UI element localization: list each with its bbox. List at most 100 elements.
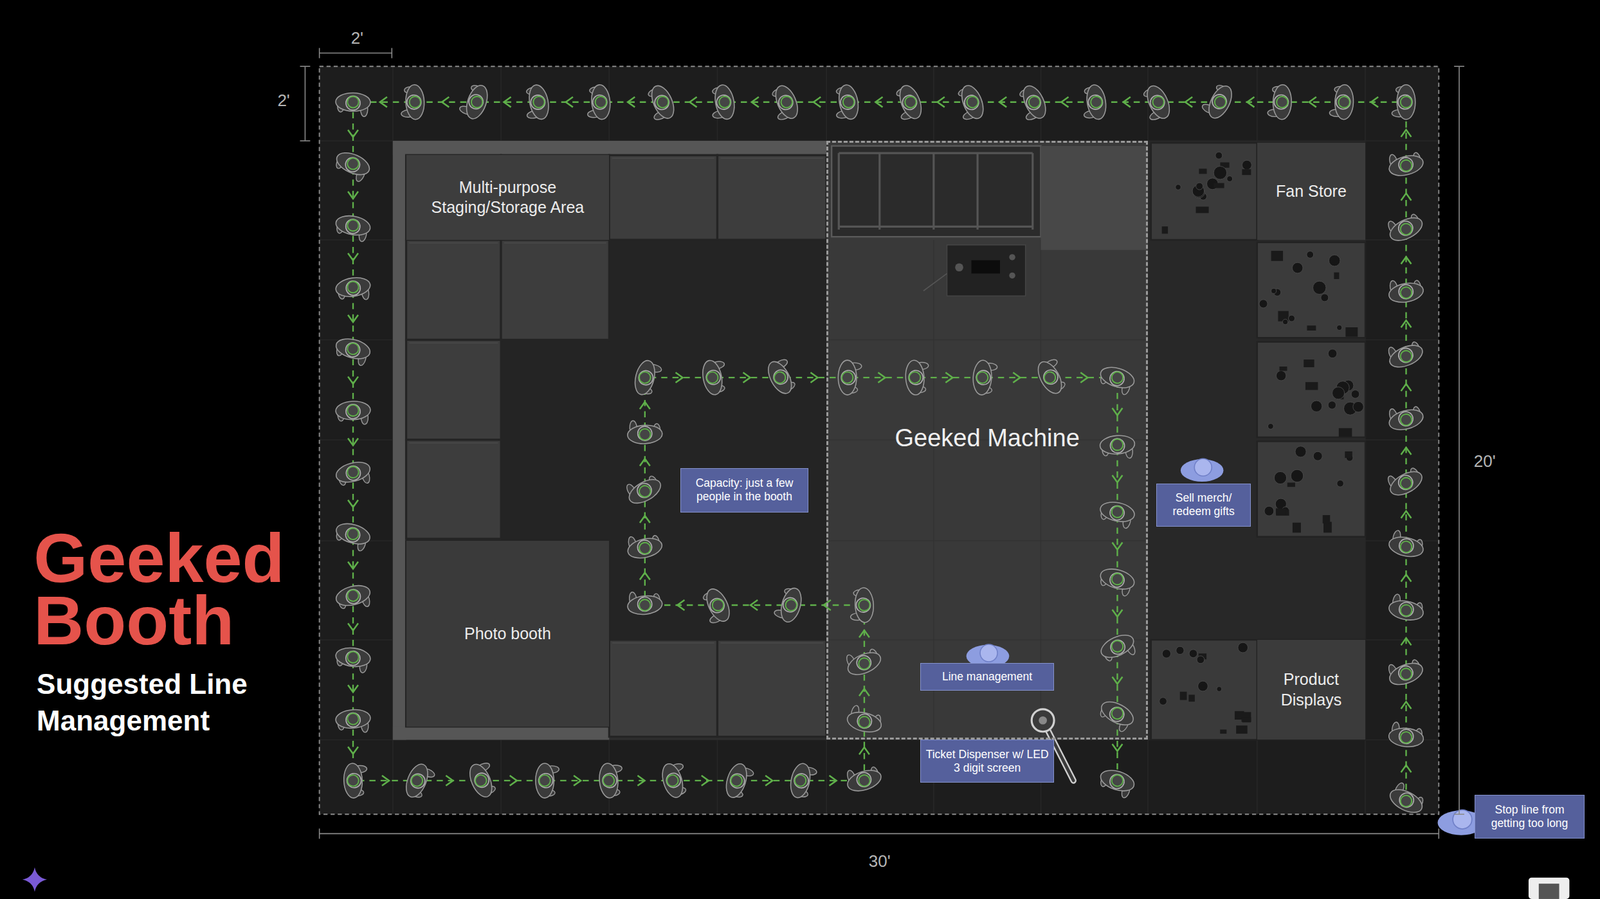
person-body [627, 424, 663, 445]
merch-item [1323, 521, 1332, 533]
person-head [344, 526, 363, 545]
person-body [1272, 84, 1292, 120]
cube-highlight [409, 342, 498, 344]
person-body [1097, 363, 1137, 392]
queue-marker [1399, 540, 1413, 554]
cabinet-bar [837, 153, 840, 230]
queue-marker [347, 404, 359, 417]
cabinet-bar [838, 225, 1033, 228]
queue-arrow [347, 684, 359, 692]
storage-cube [609, 154, 718, 240]
person-figure [622, 470, 665, 509]
person-figure [332, 335, 372, 368]
person-figure [787, 762, 819, 801]
person-figure [848, 587, 874, 624]
queue-marker [1110, 505, 1125, 519]
merch-item [1198, 681, 1209, 692]
merch-item [1306, 251, 1314, 259]
queue-marker [1276, 96, 1289, 109]
queue-arrow [347, 623, 359, 631]
merch-item [1180, 691, 1188, 701]
person-figure [837, 360, 862, 395]
queue-marker [1111, 438, 1124, 451]
person-body [777, 585, 805, 625]
device-knob [1009, 272, 1016, 280]
person-head [715, 93, 732, 111]
merch-item [1196, 655, 1205, 664]
queue-marker [1212, 94, 1228, 110]
person-head [1396, 218, 1416, 238]
grid-line [826, 639, 1148, 641]
person-body [1387, 534, 1426, 561]
queue-marker [637, 541, 652, 555]
device-knob [954, 263, 964, 272]
queue-marker [345, 526, 361, 541]
dimension-line [319, 833, 1440, 835]
dimension-label: 20' [1473, 451, 1496, 472]
person-figure [1033, 355, 1071, 398]
person-head [1273, 94, 1289, 110]
queue-arrow [639, 458, 651, 466]
person-head [1147, 93, 1167, 112]
person-body [1098, 565, 1137, 593]
callout-box: Stop line from getting too long [1474, 794, 1585, 839]
queue-arrow [1309, 97, 1317, 108]
queue-arrow [627, 97, 635, 108]
person-head [1396, 790, 1417, 810]
person-head [345, 712, 361, 728]
person-body [972, 359, 993, 395]
person-figure [1200, 80, 1237, 123]
merch-item [1259, 299, 1268, 309]
queue-marker [1110, 572, 1125, 587]
queue-marker [345, 588, 360, 602]
merch-item [1219, 729, 1227, 734]
staff-head [1452, 809, 1473, 829]
person-figure [401, 761, 437, 803]
merch-item [1313, 451, 1323, 461]
person-head [854, 653, 874, 673]
cabinet-bar [976, 153, 979, 230]
merch-item [1288, 315, 1296, 322]
person-figure [343, 762, 369, 799]
person-head [1335, 94, 1351, 110]
queue-arrow [750, 600, 758, 611]
person-body [333, 335, 372, 363]
queue-arrow [347, 499, 359, 507]
queue-marker [858, 599, 871, 611]
queue-arrow [1012, 372, 1020, 383]
person-body [626, 594, 664, 617]
queue-marker [841, 371, 854, 384]
merch-item [1320, 293, 1329, 302]
merch-item [1292, 522, 1301, 534]
machine-cabinet [831, 145, 1041, 237]
person-body [401, 761, 433, 801]
cube-highlight [504, 242, 607, 244]
queue-marker [346, 218, 360, 232]
person-body [1396, 84, 1416, 120]
queue-marker [532, 95, 546, 109]
merch-item [1241, 169, 1251, 175]
callout-text: Capacity: just a few people in the booth [684, 476, 804, 504]
person-head [855, 712, 874, 730]
person-figure [333, 581, 373, 614]
shelf-unit [1257, 342, 1366, 438]
person-body [335, 646, 372, 669]
person-figure [953, 82, 988, 124]
queue-marker [1090, 95, 1103, 109]
merch-item [1196, 206, 1210, 213]
person-figure [1387, 721, 1425, 749]
person-body [845, 648, 885, 680]
queue-arrow [347, 746, 359, 754]
machine-device [946, 245, 1026, 296]
person-figure [626, 589, 664, 617]
merch-item [1282, 318, 1288, 325]
person-head [839, 93, 856, 111]
queue-marker [1399, 286, 1413, 300]
staging-frame [392, 140, 827, 155]
person-head [1107, 704, 1127, 725]
person-body [700, 358, 725, 397]
dimension-tick [318, 48, 321, 59]
merch-item [1291, 262, 1303, 274]
display-table [1151, 639, 1366, 741]
